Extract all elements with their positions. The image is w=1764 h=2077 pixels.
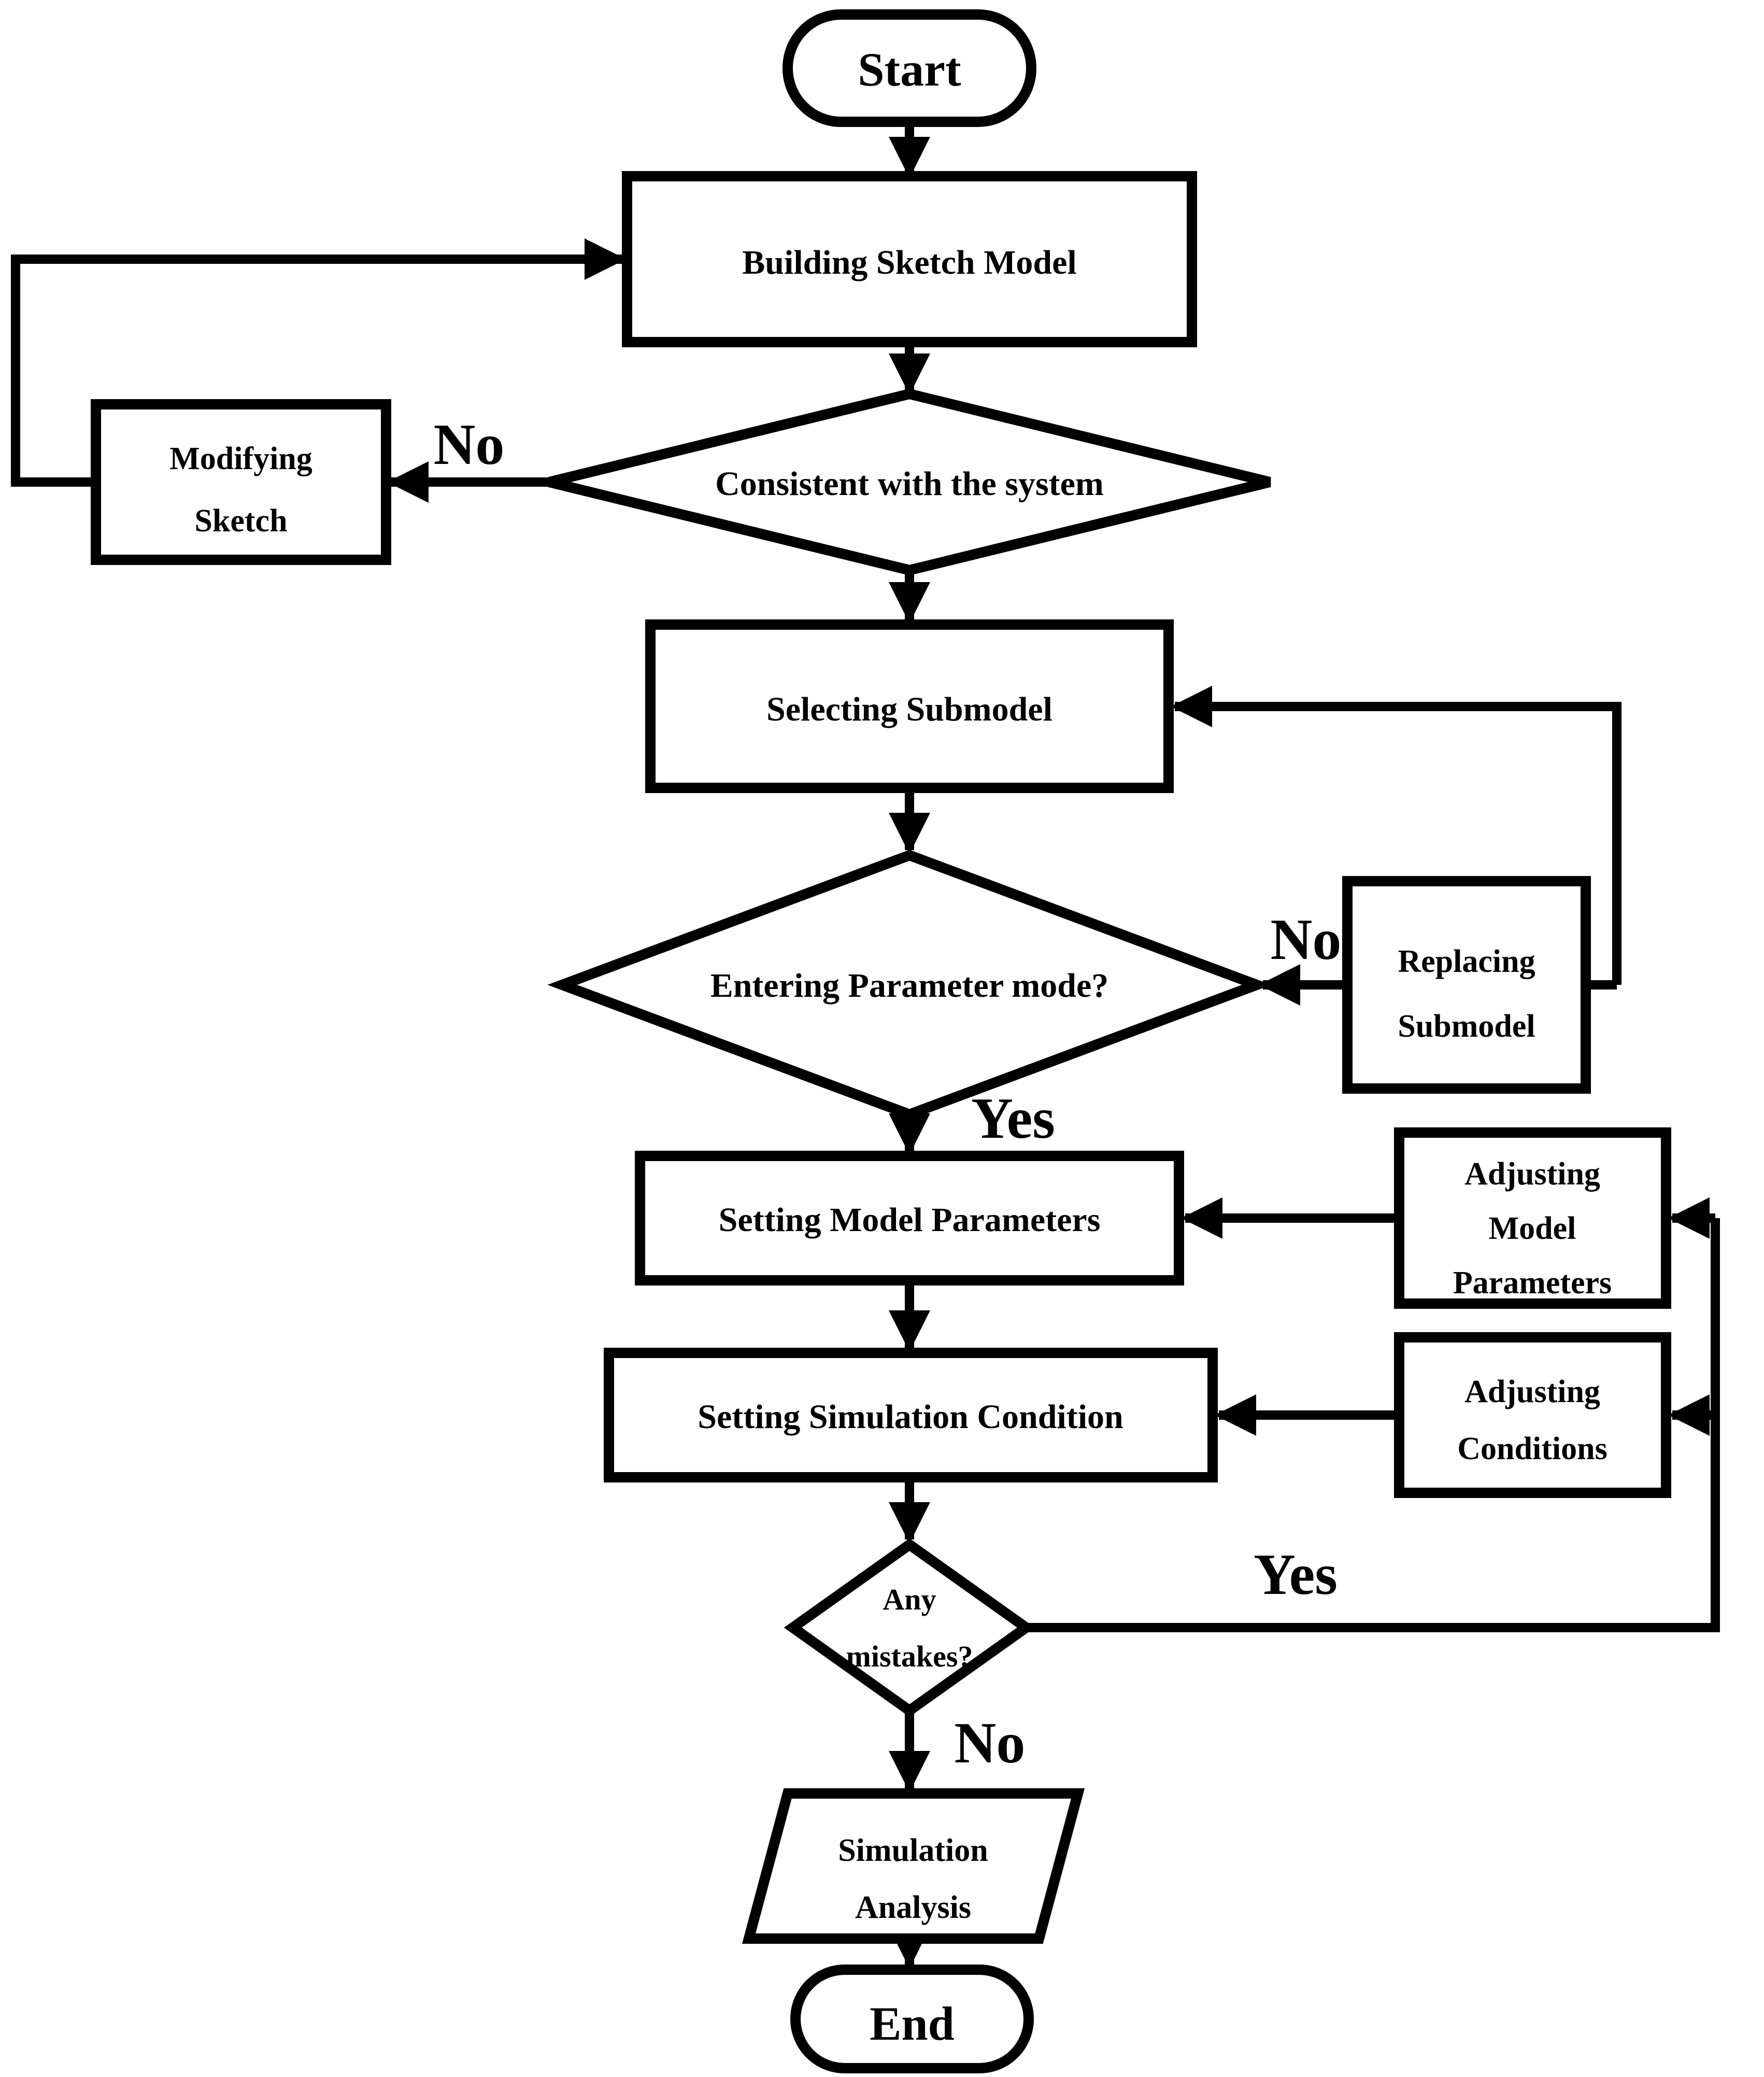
node-adjusting-model-parameters: Adjusting Model Parameters — [1394, 1127, 1671, 1309]
setting-simulation-condition-box — [604, 1348, 1218, 1482]
node-any-mistakes: Any mistakes? — [784, 1538, 1035, 1717]
node-setting-model-parameters: Setting Model Parameters — [635, 1151, 1184, 1285]
consistent-with-system-label: Consistent with the system — [715, 465, 1104, 503]
adjusting-conditions-label-line2: Conditions — [1457, 1431, 1607, 1466]
setting-model-parameters-box — [635, 1151, 1184, 1285]
end-label: End — [870, 1997, 955, 2050]
node-selecting-submodel: Selecting Submodel — [645, 619, 1174, 793]
node-replacing-submodel: Replacing Submodel — [1342, 876, 1591, 1094]
any-mistakes-no-branch-label: No — [955, 1711, 1026, 1775]
node-modifying-sketch: Modifying Sketch — [91, 399, 391, 565]
adjusting-conditions-label-line1: Adjusting — [1464, 1374, 1600, 1409]
node-setting-simulation-condition: Setting Simulation Condition — [604, 1348, 1218, 1482]
node-start: Start — [783, 9, 1036, 127]
adjusting-model-parameters-label-line1: Adjusting — [1464, 1156, 1600, 1192]
end-terminator-shape — [790, 1965, 1034, 2073]
parameter-mode-no-branch-label: No — [1271, 908, 1342, 972]
any-mistakes-label-line1: Any — [883, 1583, 936, 1616]
any-mistakes-label-line2: mistakes? — [846, 1640, 973, 1673]
replacing-submodel-label-line2: Submodel — [1398, 1009, 1535, 1044]
node-consistent-with-system: Consistent with the system — [548, 388, 1271, 576]
parameter-mode-yes-branch-label: Yes — [971, 1086, 1055, 1151]
setting-simulation-condition-label: Setting Simulation Condition — [698, 1398, 1123, 1436]
entering-parameter-mode-label: Entering Parameter mode? — [710, 967, 1109, 1005]
node-building-sketch-model: Building Sketch Model — [622, 171, 1197, 347]
node-entering-parameter-mode: Entering Parameter mode? — [547, 850, 1272, 1120]
edge-modifying-to-building — [11, 238, 626, 487]
any-mistakes-diamond — [784, 1538, 1035, 1717]
building-sketch-model-box — [622, 171, 1197, 347]
edge-any-mistakes-yes-feedback — [1026, 1218, 1720, 1632]
adjusting-model-parameters-label-line3: Parameters — [1453, 1265, 1612, 1301]
any-mistakes-yes-branch-label: Yes — [1254, 1543, 1338, 1607]
node-adjusting-conditions: Adjusting Conditions — [1394, 1332, 1671, 1498]
node-end: End — [790, 1965, 1034, 2073]
consistent-with-system-diamond — [548, 388, 1271, 576]
entering-parameter-mode-diamond — [547, 850, 1272, 1120]
adjusting-model-parameters-label-line2: Model — [1489, 1211, 1576, 1246]
simulation-analysis-parallelogram — [742, 1788, 1085, 1944]
branch-labels: No No Yes Yes No — [434, 413, 1342, 1775]
building-sketch-model-label: Building Sketch Model — [742, 244, 1076, 281]
simulation-analysis-label-line1: Simulation — [838, 1833, 988, 1868]
edge-replacing-to-selecting — [1171, 686, 1621, 985]
modifying-sketch-label-line1: Modifying — [169, 441, 312, 476]
edges — [11, 122, 1720, 1969]
selecting-submodel-label: Selecting Submodel — [766, 690, 1052, 728]
simulation-analysis-label-line2: Analysis — [855, 1890, 971, 1925]
setting-model-parameters-label: Setting Model Parameters — [719, 1201, 1101, 1239]
modifying-sketch-label-line2: Sketch — [194, 503, 287, 539]
replacing-submodel-label-line1: Replacing — [1398, 944, 1535, 979]
adjusting-model-parameters-box — [1394, 1127, 1671, 1309]
node-simulation-analysis: Simulation Analysis — [742, 1788, 1085, 1944]
adjusting-conditions-box — [1394, 1332, 1671, 1498]
start-label: Start — [858, 43, 961, 96]
replacing-submodel-box — [1342, 876, 1591, 1094]
start-terminator-shape — [783, 9, 1036, 127]
modifying-sketch-box — [91, 399, 391, 565]
selecting-submodel-box — [645, 619, 1174, 793]
consistent-no-branch-label: No — [434, 413, 505, 477]
